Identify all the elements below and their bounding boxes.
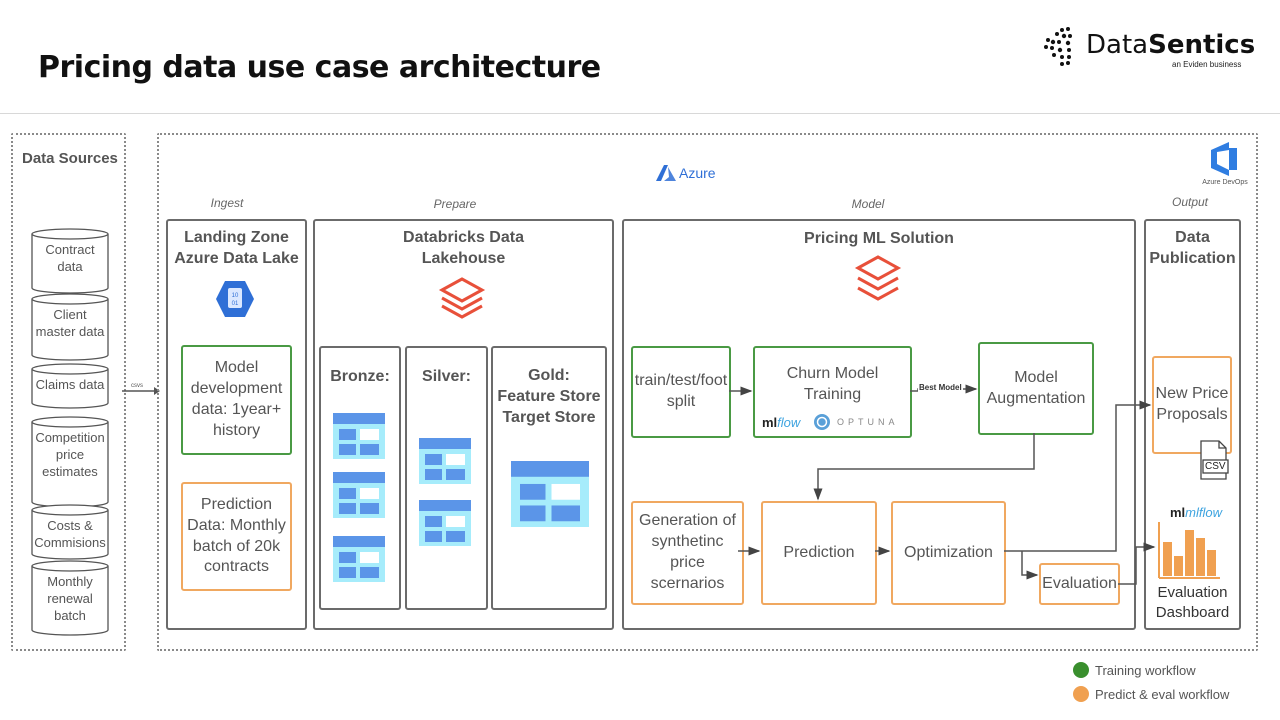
churn-model-label: Churn Model Training — [786, 365, 879, 403]
dashboard-label-line1: Evaluation — [1157, 584, 1228, 601]
optuna-logo: OPTUNA — [813, 413, 899, 431]
evaluation-box: Evaluation — [1039, 563, 1120, 605]
stage-output-label: Output — [1171, 195, 1209, 209]
legend-label: Predict & eval workflow — [1095, 686, 1230, 702]
data-source-item: Costs &Commisions — [30, 504, 110, 560]
azure-devops-label: Azure DevOps — [1202, 179, 1248, 186]
gold-label-line3: Target Store — [502, 408, 596, 426]
data-sources-heading: Data Sources — [22, 150, 118, 167]
table-icon — [511, 461, 589, 527]
landing-zone-title-line1: Landing Zone — [184, 229, 289, 246]
landing-zone-title-line2: Azure Data Lake — [174, 249, 299, 267]
page-title: Pricing data use case architecture — [38, 50, 601, 85]
databricks-icon — [854, 255, 902, 301]
dashboard-label-line2: Dashboard — [1155, 603, 1230, 621]
svg-text:01: 01 — [232, 301, 239, 307]
database-cylinder-icon — [31, 228, 109, 294]
dots-logo-icon — [1044, 27, 1072, 66]
svg-text:10: 10 — [232, 293, 239, 299]
prediction-data-box: Prediction Data: Monthly batch of 20k co… — [181, 482, 292, 591]
data-sources-panel — [11, 133, 126, 651]
csv-file-icon: CSV — [1199, 440, 1229, 480]
azure-logo: Azure — [656, 165, 716, 181]
legend-dot-icon — [1073, 686, 1089, 702]
database-cylinder-icon — [31, 504, 109, 560]
azure-devops-icon — [1211, 142, 1237, 176]
gold-label-line2: Feature Store — [497, 387, 601, 405]
data-source-label: Claims data — [35, 377, 105, 392]
logo-tagline: an Eviden business — [1172, 60, 1242, 69]
azure-data-lake-icon: 10 01 — [216, 281, 254, 317]
optimization-box: Optimization — [891, 501, 1006, 605]
mlflow-dashboard-logo: mlmlflow — [1170, 505, 1223, 520]
data-publication-line2: Publication — [1149, 249, 1236, 267]
azure-region — [157, 133, 1258, 651]
databricks-title-line2: Lakehouse — [421, 249, 506, 267]
table-icon — [333, 413, 385, 459]
silver-layer-label: Silver: — [422, 368, 471, 385]
best-model-label: Best Model — [918, 383, 963, 392]
train-test-split-box: train/test/foot split — [631, 346, 731, 438]
azure-icon — [656, 165, 676, 181]
prediction-box: Prediction — [761, 501, 877, 605]
legend-item: Predict & eval workflow — [1073, 682, 1229, 706]
azure-label: Azure — [679, 165, 716, 181]
table-icon — [333, 472, 385, 518]
data-publication-title: Data Publication — [1144, 228, 1241, 270]
logo-light-text: Data — [1086, 30, 1149, 60]
sources-arrow-label: csvs — [131, 383, 143, 389]
datasentics-logo — [1040, 24, 1084, 68]
databricks-title-line1: Databricks Data — [403, 229, 524, 246]
model-development-data-box: Model development data: 1year+ history — [181, 345, 292, 455]
stage-model-label: Model — [851, 197, 885, 211]
table-icon — [419, 438, 471, 484]
stage-prepare-label: Prepare — [433, 197, 477, 211]
gold-label-line1: Gold: — [528, 367, 570, 384]
csv-label: CSV — [1205, 461, 1226, 472]
evaluation-dashboard-label: Evaluation Dashboard — [1148, 583, 1237, 622]
data-source-item: Claims data — [30, 363, 110, 409]
optuna-label: OPTUNA — [837, 417, 899, 427]
table-icon — [419, 500, 471, 546]
logo-wordmark: DataSentics — [1086, 30, 1255, 60]
landing-zone-title: Landing Zone Azure Data Lake — [166, 228, 307, 270]
data-publication-line1: Data — [1175, 229, 1210, 246]
data-source-label: Costs &Commisions — [34, 518, 106, 550]
pricing-ml-title: Pricing ML Solution — [804, 230, 954, 247]
model-augmentation-box: Model Augmentation — [978, 342, 1094, 435]
churn-model-training-box: Churn Model Training — [753, 346, 912, 438]
header-divider — [0, 113, 1280, 114]
logo-bold-text: Sentics — [1148, 30, 1256, 60]
new-price-proposals-box: New Price Proposals — [1152, 356, 1232, 454]
mlflow-logo: mlmlflowflow — [762, 415, 801, 430]
legend-label: Training workflow — [1095, 662, 1196, 678]
database-cylinder-icon — [31, 293, 109, 361]
gold-layer-label: Gold: Feature Store Target Store — [491, 366, 607, 428]
legend-dot-icon — [1073, 662, 1089, 678]
bronze-layer-label: Bronze: — [330, 368, 390, 385]
synthetic-price-generation-box: Generation of synthetinc price scernario… — [631, 501, 744, 605]
table-icon — [333, 536, 385, 582]
databricks-icon — [438, 277, 486, 319]
stage-ingest-label: Ingest — [210, 196, 244, 210]
azure-devops-logo: Azure DevOps — [1200, 140, 1250, 186]
database-cylinder-icon — [31, 363, 109, 409]
database-cylinder-icon — [31, 560, 109, 636]
file-icon — [1200, 440, 1229, 480]
optuna-icon — [814, 414, 830, 430]
mlflow-flow-glyph: flow — [777, 415, 801, 430]
legend-item: Training workflow — [1073, 658, 1229, 682]
mlflow-dashboard-flow-text: mlflow — [1185, 505, 1223, 520]
databricks-lakehouse-title: Databricks Data Lakehouse — [313, 228, 614, 270]
bar-chart-icon — [1158, 522, 1220, 579]
